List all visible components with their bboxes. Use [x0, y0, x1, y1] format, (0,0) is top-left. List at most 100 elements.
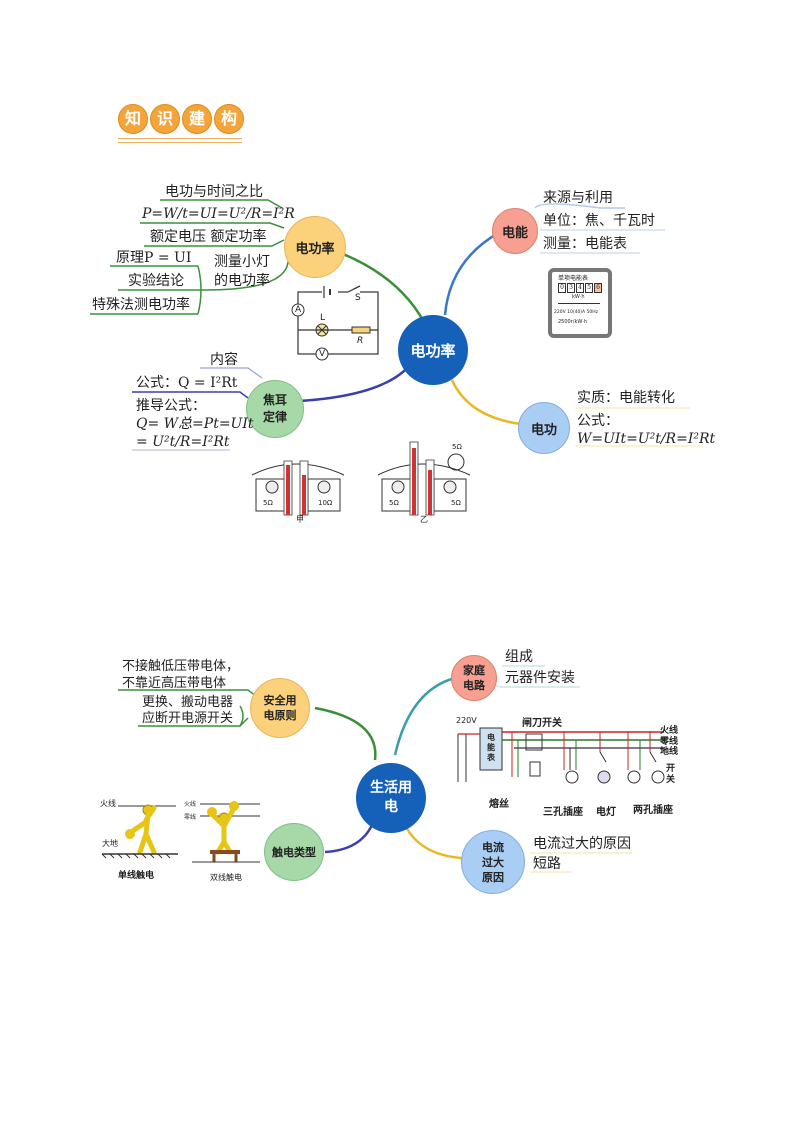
joule-jia-r1: 5Ω — [263, 499, 273, 507]
hc-label-lamp: 电灯 — [596, 807, 616, 818]
household-circuit-diagram — [457, 727, 665, 784]
current-node-line3: 原因 — [482, 870, 504, 884]
safety-item-3: 更换、搬动电器 — [142, 695, 234, 710]
joule-item-derive-title: 推导公式： — [136, 398, 206, 414]
hc-meter-char-2: 能 — [487, 743, 495, 752]
work-item-essence: 实质：电能转化 — [577, 390, 675, 406]
home-node-line1: 家庭 — [463, 664, 485, 677]
joule-experiment-diagram-jia — [251, 460, 345, 516]
circuit-label-a: A — [295, 305, 302, 315]
circuit-label-l: L — [320, 313, 326, 323]
hc-label-fuse: 熔丝 — [489, 799, 509, 810]
home-item-install: 元器件安装 — [505, 670, 575, 686]
joule-item-derive-1: Q= W总=Pt=UIt — [136, 416, 254, 432]
hc-sw-char-1: 开 — [666, 764, 676, 774]
home-item-composition: 组成 — [505, 649, 533, 665]
badge-underline — [118, 138, 242, 143]
electric-work-node: 电功 — [518, 402, 570, 454]
safety-item-2: 不靠近高压带电体 — [122, 676, 227, 691]
knowledge-construct-badge: 知 识 建 构 — [118, 104, 244, 134]
power-item-ratio: 电功与时间之比 — [165, 184, 263, 200]
hc-meter-label: 电 能 表 — [484, 733, 498, 763]
double-wire-shock-illustration — [192, 801, 260, 863]
joule-jia-caption: 甲 — [296, 515, 304, 524]
energy-item-measure: 测量：电能表 — [543, 236, 627, 252]
lamp-measure-circuit-diagram — [291, 285, 379, 361]
meter-digits: 0 3 4 5 6 — [558, 283, 602, 293]
joule-item-formula: 公式：Q = I²Rt — [136, 375, 238, 391]
center2-line2: 电 — [384, 799, 398, 815]
center-node-household-electricity: 生活用 电 — [356, 763, 426, 833]
meter-arrow — [558, 303, 600, 304]
hc-label-ground: 地线 — [660, 747, 679, 757]
joule-experiment-diagram-yi — [377, 441, 471, 516]
center-node-label: 电功率 — [410, 341, 456, 360]
hc-meter-char-3: 表 — [487, 753, 495, 762]
safety-item-1: 不接触低压带电体， — [122, 659, 240, 674]
meter-digit-5: 6 — [594, 283, 602, 293]
meter-digit-3: 4 — [576, 283, 584, 293]
badge-char-1: 知 — [118, 104, 148, 134]
badge-char-2: 识 — [150, 104, 180, 134]
center-node-electric-power: 电功率 — [398, 315, 468, 385]
hc-meter-char-1: 电 — [487, 733, 495, 742]
joule-law-node: 焦耳 定律 — [246, 380, 304, 438]
power-item-principle: 原理P = UI — [116, 250, 192, 266]
shock-label-ground: 大地 — [102, 839, 118, 848]
joule-yi-r3: 5Ω — [452, 443, 462, 451]
center2-line1: 生活用 — [370, 780, 412, 796]
power-item-rated: 额定电压 额定功率 — [150, 229, 267, 245]
hc-label-switch: 闸刀开关 — [522, 718, 562, 729]
joule-item-content: 内容 — [210, 352, 238, 368]
hc-label-fire: 火线 — [660, 726, 679, 736]
hc-label-three: 三孔插座 — [543, 807, 583, 818]
energy-node-label: 电能 — [501, 225, 528, 241]
joule-yi-r1: 5Ω — [389, 499, 399, 507]
power-item-special: 特殊法测电功率 — [92, 297, 190, 313]
power-node: 电功率 — [284, 216, 346, 278]
safety-item-4: 应断开电源开关 — [142, 711, 234, 726]
hc-label-zero: 零线 — [660, 737, 679, 747]
meter-rev: 2500r/kW·h — [558, 319, 588, 325]
joule-yi-caption: 乙 — [420, 515, 428, 524]
home-node-line2: 电路 — [463, 679, 485, 692]
current-item-cause: 电流过大的原因 — [533, 836, 631, 852]
badge-char-4: 构 — [214, 104, 244, 134]
circuit-label-s: S — [355, 293, 361, 303]
measure-lamp-line2: 的电功率 — [214, 273, 270, 289]
joule-node-line1: 焦耳 — [262, 393, 287, 407]
power-item-formula: P=W/t=UI=U²/R=I²R — [142, 206, 295, 222]
joule-item-derive-2: = U²t/R=I²Rt — [136, 434, 230, 450]
work-item-formula-title: 公式： — [577, 413, 619, 429]
energy-item-source: 来源与利用 — [543, 190, 613, 206]
meter-digit-4: 5 — [585, 283, 593, 293]
shock-label-fire2: 火线 — [184, 801, 197, 808]
joule-jia-r2: 10Ω — [318, 499, 333, 507]
joule-yi-r2: 5Ω — [451, 499, 461, 507]
shock-type-node: 触电类型 — [264, 823, 324, 881]
hc-sw-char-2: 关 — [666, 775, 676, 785]
shock-node-label: 触电类型 — [272, 846, 316, 859]
current-node-line2: 过大 — [482, 855, 504, 869]
meter-title: 单项电能表 — [558, 275, 589, 282]
safety-principle-node: 安全用 电原则 — [250, 678, 310, 738]
power-item-conclusion: 实验结论 — [128, 273, 184, 289]
excessive-current-node: 电流 过大 原因 — [461, 830, 525, 894]
energy-item-unit: 单位：焦、千瓦时 — [543, 213, 655, 229]
hc-label-two: 两孔插座 — [633, 805, 673, 816]
meter-digit-2: 3 — [567, 283, 575, 293]
safety-node-line2: 电原则 — [263, 709, 297, 722]
badge-char-3: 建 — [182, 104, 212, 134]
circuit-label-r: R — [357, 336, 364, 346]
shock-label-single: 单线触电 — [118, 871, 155, 881]
home-circuit-node: 家庭 电路 — [451, 655, 497, 701]
energy-node: 电能 — [492, 208, 538, 254]
shock-label-fire1: 火线 — [100, 799, 116, 808]
meter-spec: 220V 10(40)A 50Hz — [554, 310, 599, 315]
work-node-label: 电功 — [530, 422, 557, 438]
current-item-short: 短路 — [533, 856, 561, 872]
single-wire-shock-illustration — [101, 804, 178, 859]
meter-digit-1: 0 — [558, 283, 566, 293]
shock-label-zero: 零线 — [184, 814, 197, 821]
electric-meter-image: 单项电能表 0 3 4 5 6 kW·h 220V 10(40)A 50Hz 2… — [548, 268, 612, 338]
